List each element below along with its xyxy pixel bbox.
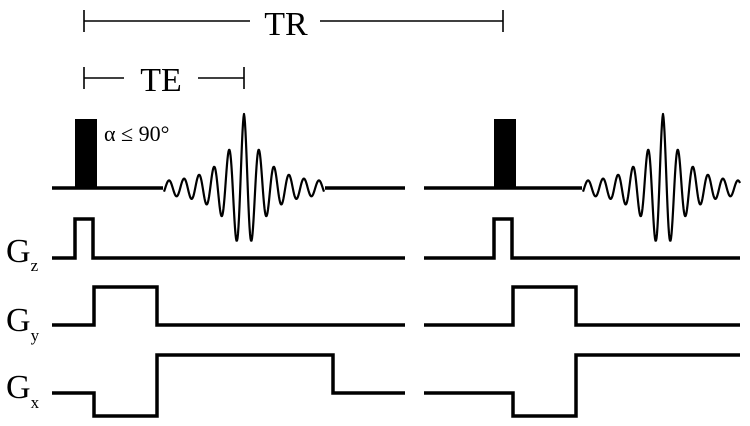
rf-pulse-1 <box>75 119 97 188</box>
flip-angle-label: α ≤ 90° <box>104 121 169 146</box>
gy-waveform-2 <box>424 285 740 327</box>
echo-signal-1 <box>162 112 326 242</box>
rf-line: α ≤ 90° <box>52 112 742 242</box>
gy-label: Gy <box>6 302 40 345</box>
te-dimension: TE <box>83 62 245 99</box>
gx-label-sub: x <box>31 393 40 412</box>
rf-pulse-2 <box>494 119 516 188</box>
gy-label-main: G <box>6 302 31 339</box>
echo-mask-1 <box>163 150 325 240</box>
gx-waveform-1 <box>52 353 405 418</box>
gy-line: Gy <box>6 285 740 345</box>
gz-label-main: G <box>6 233 31 270</box>
te-label: TE <box>140 62 182 99</box>
gy-label-sub: y <box>31 326 40 345</box>
gx-waveform-2 <box>424 353 740 418</box>
gx-label-main: G <box>6 369 31 406</box>
gx-line: Gx <box>6 353 740 418</box>
tr-dimension: TR <box>83 6 504 43</box>
gz-line: Gz <box>6 217 740 275</box>
echo-signal-2 <box>581 112 742 242</box>
tr-label: TR <box>264 6 308 43</box>
gy-waveform-1 <box>52 285 405 327</box>
gz-label-sub: z <box>31 256 39 275</box>
gx-label: Gx <box>6 369 40 412</box>
gz-waveform-2 <box>424 217 740 260</box>
gz-waveform-1 <box>52 217 405 260</box>
gz-label: Gz <box>6 233 39 275</box>
